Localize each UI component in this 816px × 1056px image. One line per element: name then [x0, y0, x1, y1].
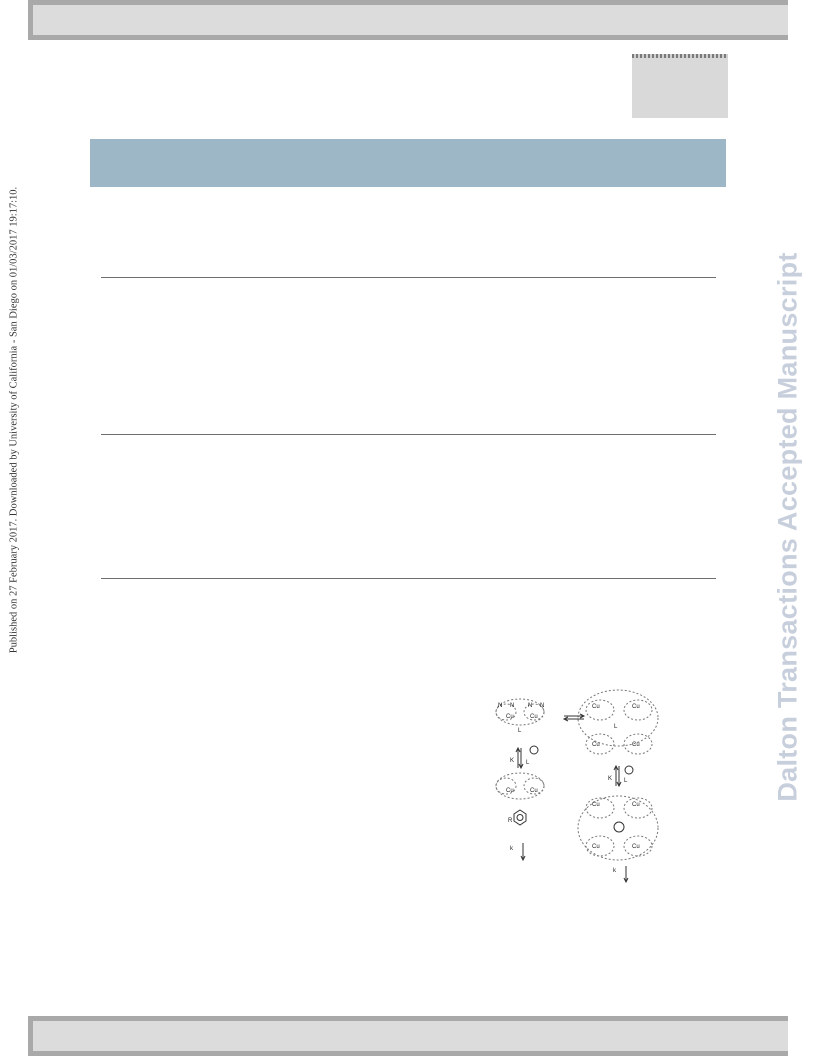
accepted-manuscript-watermark: Dalton Transactions Accepted Manuscript — [772, 252, 803, 802]
n-label: N — [510, 703, 514, 709]
cu-label: Cu — [592, 742, 600, 748]
bottom-frame-bar — [28, 1016, 788, 1056]
table-rule-top — [101, 277, 716, 278]
ligand-label: L — [624, 778, 628, 784]
cu-label: Cu — [632, 844, 640, 850]
n-label: N — [498, 703, 502, 709]
cu-label: Cu — [592, 802, 600, 808]
table-rule-bottom — [101, 578, 716, 579]
kcat-label: k — [613, 868, 617, 874]
journal-logo-placeholder — [632, 54, 728, 118]
publication-notice: Published on 27 February 2017. Downloade… — [8, 186, 20, 654]
kcat-label: k — [510, 846, 514, 852]
n-label: N — [540, 703, 544, 709]
k-label: K — [510, 758, 514, 764]
n-label: N — [528, 703, 532, 709]
table-rule-middle — [101, 434, 716, 435]
ligand-label: L — [614, 724, 618, 730]
cu-label: Cu — [530, 788, 538, 794]
k-label: K — [608, 776, 612, 782]
cu-label: Cu — [530, 714, 538, 720]
r-label: R — [508, 818, 513, 824]
cu-label: Cu — [506, 714, 514, 720]
cu-label: Cu — [592, 704, 600, 710]
logo-strip — [632, 54, 728, 58]
top-frame-bar — [28, 0, 788, 40]
cu-label: Cu — [506, 788, 514, 794]
cu-label: Cu — [632, 802, 640, 808]
cu-label: Cu — [592, 844, 600, 850]
reaction-scheme-diagram: N N N N Cu Cu L Cu Cu Cu Cu L K L K L Cu… — [495, 689, 659, 883]
ligand-label: L — [526, 760, 530, 766]
ligand-label: L — [518, 728, 522, 734]
cu-label: Cu — [632, 742, 640, 748]
cu-label: Cu — [632, 704, 640, 710]
article-header-band — [90, 139, 726, 187]
